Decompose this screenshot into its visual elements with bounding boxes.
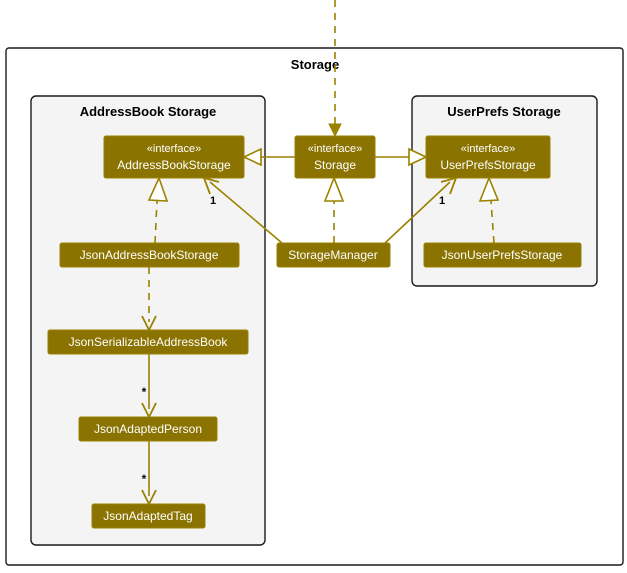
class-name-jsonadaptedtag: JsonAdaptedTag (103, 509, 192, 523)
dependency-arrowhead-jsonabs-jsonser (141, 315, 157, 331)
class-box-jsonserializableaddressbook-rect[interactable] (47, 329, 249, 355)
association-line-sm-abs (209, 181, 283, 244)
relationship-storagemanager-uses-userprefsstorage (384, 177, 457, 244)
class-box-storagemanager-rect[interactable] (276, 242, 391, 268)
package-addressbook-storage-title: AddressBook Storage (80, 104, 217, 119)
relationship-storagemanager-implements-storage (323, 175, 345, 243)
class-box-jsonserializableaddressbook[interactable]: JsonSerializableAddressBook (47, 329, 249, 355)
association-arrowhead-jsonser-person (141, 402, 157, 418)
association-arrowhead-sm-abs (203, 177, 220, 195)
relationship-storage-extends-addressbookstorage (242, 147, 295, 167)
realization-triangle-jsonups (478, 175, 500, 202)
class-box-jsonadaptedperson-rect[interactable] (78, 416, 218, 442)
multiplicity-label-userprefsstorage: 1 (439, 195, 445, 207)
package-storage-title: Storage (291, 57, 339, 72)
relationship-layer (141, 0, 500, 505)
class-name-storage: Storage (314, 158, 356, 172)
association-arrowhead-sm-ups (440, 177, 457, 195)
class-box-jsonadaptedperson[interactable]: JsonAdaptedPerson (78, 416, 218, 442)
class-stereotype-userprefsstorage: «interface» (461, 143, 515, 155)
class-box-storage[interactable]: «interface» Storage (294, 135, 376, 179)
class-name-jsonserializableaddressbook: JsonSerializableAddressBook (69, 335, 229, 349)
external-dependency-arrowhead (328, 123, 342, 138)
relationship-external-to-storage (328, 0, 342, 138)
relationship-jsonserializable-contains-jsonadaptedperson (141, 354, 157, 418)
association-line-sm-ups (384, 181, 451, 244)
realization-triangle-storagemanager (323, 175, 345, 202)
class-box-storage-rect[interactable] (294, 135, 376, 179)
relationship-jsonabs-uses-jsonserializable (141, 267, 157, 331)
generalization-triangle-ups (408, 147, 428, 167)
class-box-jsonadaptedtag-rect[interactable] (91, 503, 206, 529)
class-box-jsonuserprefsstorage-rect[interactable] (423, 242, 582, 268)
class-name-addressbookstorage: AddressBookStorage (117, 158, 231, 172)
class-box-addressbookstorage-rect[interactable] (103, 135, 245, 179)
class-box-jsonaddressbookstorage-rect[interactable] (59, 242, 240, 268)
multiplicity-label-jsonadaptedtag: * (142, 472, 147, 486)
class-name-jsonadaptedperson: JsonAdaptedPerson (94, 422, 202, 436)
class-box-jsonuserprefsstorage[interactable]: JsonUserPrefsStorage (423, 242, 582, 268)
class-name-jsonaddressbookstorage: JsonAddressBookStorage (80, 248, 219, 262)
class-name-storagemanager: StorageManager (288, 248, 377, 262)
class-box-userprefsstorage[interactable]: «interface» UserPrefsStorage (425, 135, 551, 179)
relationship-storage-extends-userprefsstorage (375, 147, 428, 167)
relationship-storagemanager-uses-addressbookstorage (203, 177, 283, 244)
class-box-jsonadaptedtag[interactable]: JsonAdaptedTag (91, 503, 206, 529)
multiplicity-label-addressbookstorage: 1 (210, 195, 216, 207)
class-box-jsonaddressbookstorage[interactable]: JsonAddressBookStorage (59, 242, 240, 268)
class-name-jsonuserprefsstorage: JsonUserPrefsStorage (442, 248, 563, 262)
class-box-addressbookstorage[interactable]: «interface» AddressBookStorage (103, 135, 245, 179)
relationship-jsonuserprefsstorage-implements-userprefsstorage (478, 175, 500, 244)
relationship-jsonaddressbookstorage-implements-addressbookstorage (147, 175, 169, 244)
package-userprefs-storage-title: UserPrefs Storage (447, 104, 560, 119)
multiplicity-label-jsonadaptedperson: * (142, 385, 147, 399)
relationship-jsonadaptedperson-contains-jsonadaptedtag (141, 441, 157, 505)
class-stereotype-storage: «interface» (308, 143, 362, 155)
multiplicity-layer: 1 1 * * (142, 195, 445, 486)
association-arrowhead-person-tag (141, 489, 157, 505)
generalization-triangle-abs (242, 147, 262, 167)
class-name-userprefsstorage: UserPrefsStorage (440, 158, 536, 172)
class-box-userprefsstorage-rect[interactable] (425, 135, 551, 179)
realization-triangle-jsonabs (147, 175, 169, 202)
class-stereotype-addressbookstorage: «interface» (147, 143, 201, 155)
class-box-storagemanager[interactable]: StorageManager (276, 242, 391, 268)
